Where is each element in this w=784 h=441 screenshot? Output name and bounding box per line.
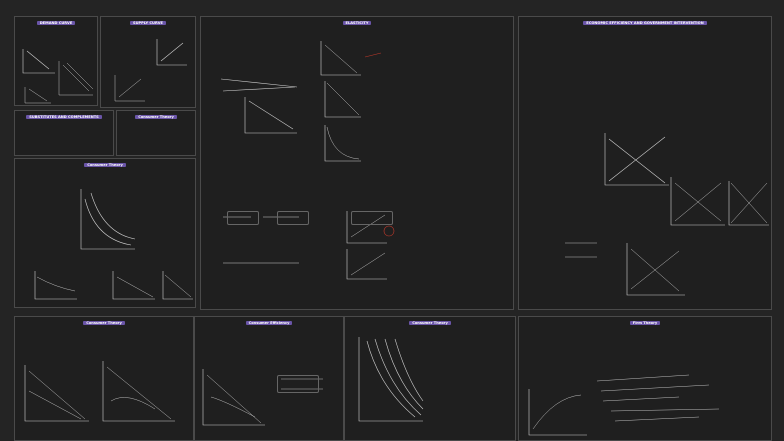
panel-title: DEMAND CURVE [15,21,97,25]
indifference-sketches [34,189,193,300]
panel-title: SUBSTITUTES AND COMPLEMENTS [15,115,113,119]
panel-title: Firm Theory [519,321,771,325]
income-sketches [358,337,424,422]
panel-substitutes: SUBSTITUTES AND COMPLEMENTS [14,110,114,156]
panel-demand-curve: DEMAND CURVE [14,16,98,106]
panel-title: ECONOMIC EFFICIENCY AND GOVERNMENT INTER… [519,21,771,25]
panel-title: Consumer Efficiency [195,321,343,325]
panel-economic-efficiency: ECONOMIC EFFICIENCY AND GOVERNMENT INTER… [518,16,772,310]
panel-title: ELASTICITY [201,21,513,25]
supply-sketches [114,39,187,102]
panel-title: Consumer Theory [15,321,193,325]
panel-elasticity: ELASTICITY [200,16,514,310]
panel-consumer-theory-left: Consumer Theory [14,158,196,308]
formula-box [277,211,309,225]
panel-consumer-theory-bottom: Consumer Theory [14,316,194,441]
formula-box [277,375,319,393]
panel-firm-theory: Firm Theory [518,316,772,441]
cost-sketches [528,374,720,436]
panel-consumer-theory-top: Consumer Theory [116,110,196,156]
efficiency-sketches [565,133,769,296]
elasticity-sketches [220,41,395,280]
demand-sketches [22,49,94,104]
panel-title: Consumer Theory [345,321,515,325]
panel-title: Consumer Theory [117,115,195,119]
panel-supply-curve: SUPPLY CURVE [100,16,196,108]
optimum-sketches [202,369,323,426]
budget-sketches [24,361,175,422]
panel-title: SUPPLY CURVE [101,21,195,25]
panel-title: Consumer Theory [15,163,195,167]
formula-box [227,211,259,225]
formula-box [351,211,393,225]
panel-consumer-theory-mid: Consumer Theory [344,316,516,441]
panel-consumer-efficiency: Consumer Efficiency [194,316,344,441]
